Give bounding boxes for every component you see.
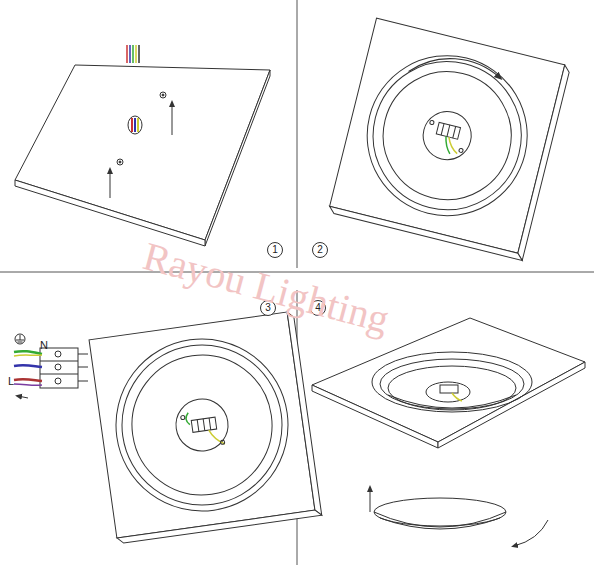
- step-number-circle: 1: [267, 242, 283, 258]
- step-number: 2: [317, 245, 323, 255]
- cover-fitting-step4: [312, 318, 585, 546]
- base-wiring-step3: [89, 311, 322, 544]
- wire-label: L: [8, 376, 14, 387]
- terminal-block-inset: [14, 334, 88, 398]
- base-mounted-step2: [328, 18, 570, 260]
- step-number: 1: [272, 245, 278, 255]
- step-number-circle: 2: [312, 242, 328, 258]
- ceiling-plate-step1: [15, 45, 270, 246]
- wire-label: N: [40, 340, 48, 351]
